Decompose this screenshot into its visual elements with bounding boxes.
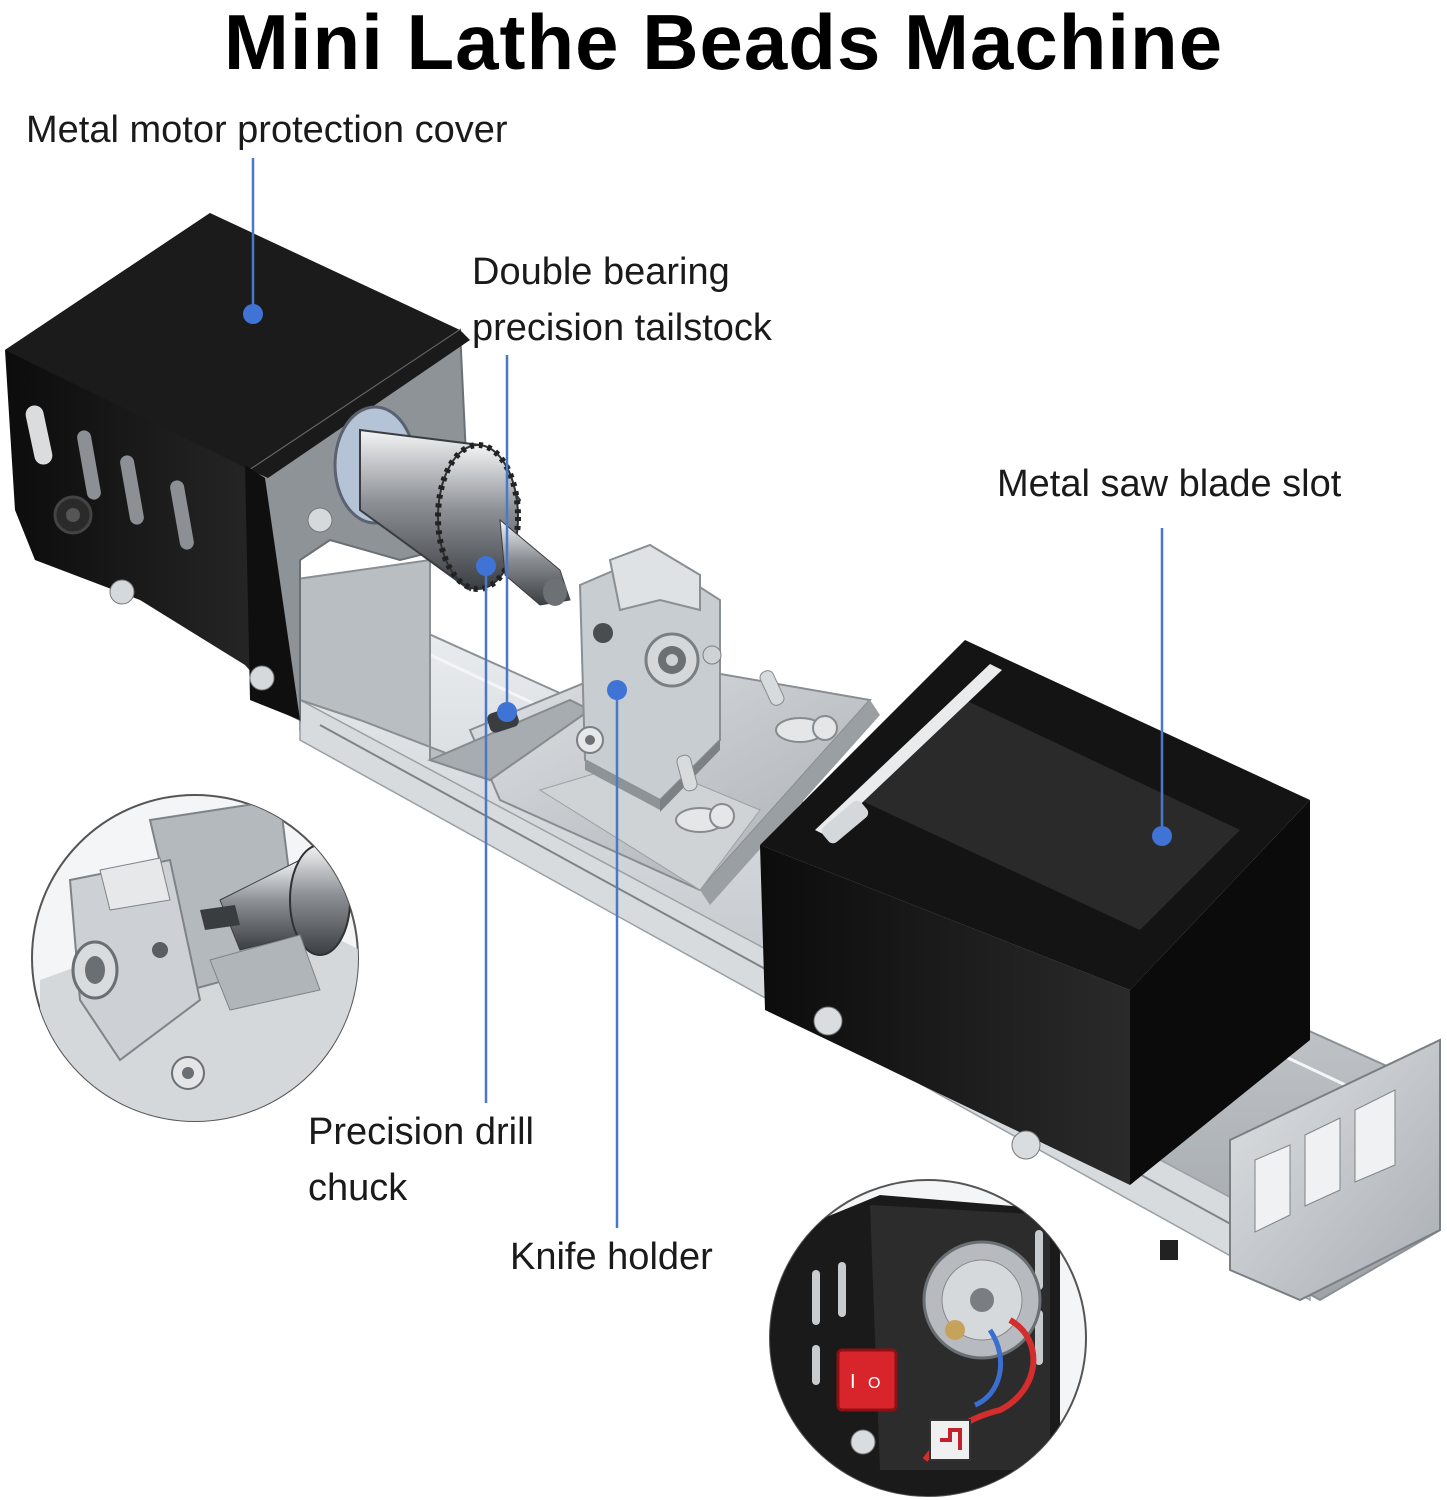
- callout-motor-cover: Metal motor protection cover: [26, 109, 508, 151]
- callout-dots: [243, 304, 1172, 846]
- callout-chuck-line2: chuck: [308, 1167, 408, 1209]
- saw-blade-housing: [760, 640, 1310, 1185]
- callout-dot-motor-cover: [243, 304, 263, 324]
- callout-lines: [251, 158, 1164, 1228]
- detail-inset-tailstock: [31, 794, 359, 1122]
- callout-tailstock-line2: precision tailstock: [472, 307, 772, 349]
- knife-holder: [576, 543, 721, 812]
- switch-on-symbol: I: [850, 1371, 856, 1393]
- motor-housing: [5, 213, 472, 722]
- callout-knife-holder: Knife holder: [510, 1236, 713, 1278]
- page-title: Mini Lathe Beads Machine: [223, 0, 1224, 86]
- callout-dot-saw-slot: [1152, 826, 1172, 846]
- wing-nut: [675, 645, 735, 833]
- detail-inset-motor: I O: [769, 1179, 1087, 1497]
- callout-dot-drill-chuck: [476, 556, 496, 576]
- drill-chuck: [307, 405, 571, 606]
- callout-tailstock-line1: Double bearing: [472, 251, 730, 293]
- switch-off-symbol: O: [868, 1375, 880, 1392]
- callout-dot-knife-holder: [607, 680, 627, 700]
- callout-saw-slot: Metal saw blade slot: [997, 463, 1342, 505]
- callout-chuck-line1: Precision drill: [308, 1111, 534, 1153]
- wing-nut: [759, 670, 838, 743]
- callout-dot-tailstock: [497, 702, 517, 722]
